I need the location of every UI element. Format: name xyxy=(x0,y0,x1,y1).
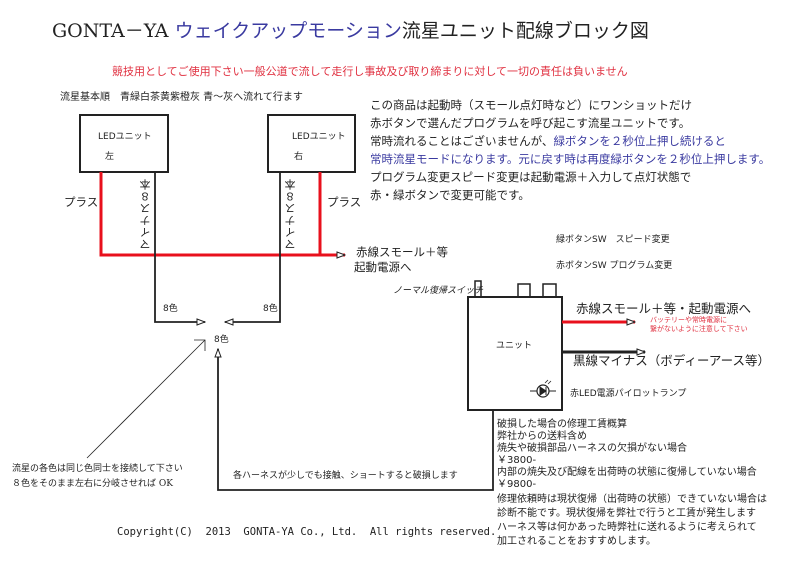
eight-colors-left: 8色 xyxy=(163,304,178,314)
minus-label-left: マイナス８本 xyxy=(139,178,152,250)
red-wire-power-label: 赤線スモール＋等 xyxy=(356,245,448,259)
description: この商品は起動時（スモール点灯時など）にワンショットだけ 赤ボタンで選んだプログ… xyxy=(370,96,770,204)
led-unit-right-box xyxy=(267,114,356,173)
description-line: プログラム変更スピード変更は起動電源＋入力して点灯状態で xyxy=(370,170,692,184)
flow-order: 流星基本順 青緑白茶黄紫橙灰 青～灰へ流れて行ます xyxy=(60,92,303,103)
repair-line: 内部の焼失及び配線を出荷時の状態に復帰していない場合 xyxy=(497,467,757,478)
color-note-2: ８色をそのまま左右に分岐させれば OK xyxy=(12,479,173,489)
red-wire-left xyxy=(99,172,345,255)
note-pointer-head xyxy=(194,339,206,351)
unit-black-wire-label: 黒線マイナス（ボディーアース等） xyxy=(573,353,771,368)
repair-note-line: 診断不能です。現状復帰を弊社で行うと工賃が発生します xyxy=(497,508,756,519)
led-unit-left-side: 左 xyxy=(105,152,115,162)
repair-note: 修理依頼時は現状復帰（出荷時の状態）できていない場合は 診断不能です。現状復帰を… xyxy=(497,493,767,549)
normal-reset-switch-label: ノーマル復帰スイッチ xyxy=(393,286,484,296)
repair-note-line: 修理依頼時は現状復帰（出荷時の状態）できていない場合は xyxy=(497,494,767,505)
minus-wire-left xyxy=(154,172,205,322)
green-button-label: 緑ボタンSW スピード変更 xyxy=(556,235,670,245)
note-pointer-line xyxy=(86,339,206,459)
led-unit-right-side: 右 xyxy=(294,152,304,162)
minus-label-right: マイナス８本 xyxy=(284,178,297,250)
repair-price: ￥9800- xyxy=(497,479,537,490)
color-note-1: 流星の各色は同じ色同士を接続して下さい xyxy=(12,464,183,474)
disclaimer: 競技用としてご使用下さい一般公道で流して走行し事故及び取り締まりに対して一切の責… xyxy=(112,65,628,78)
description-line: 常時流れることはございませんが、緑ボタンを２秒位上押し続けると xyxy=(370,134,726,148)
plus-label-left: プラス xyxy=(64,195,99,209)
plus-label-right: プラス xyxy=(327,195,362,209)
repair-line: 弊社からの送料含め xyxy=(497,431,587,442)
red-button-label: 赤ボタンSW プログラム変更 xyxy=(556,261,673,271)
pilot-lamp-label: 赤LED電源パイロットランプ xyxy=(570,389,687,399)
eight-colors-center: 8色 xyxy=(214,335,229,345)
minus-wire-right xyxy=(225,172,281,322)
description-line: 赤ボタンで選んだプログラムを呼び起こす流星ユニットです。 xyxy=(370,116,691,130)
red-wire-power-label-2: 起動電源へ xyxy=(354,260,412,274)
led-unit-right-label: LEDユニット xyxy=(292,132,346,142)
red-wire-warning-1: バッテリーや常時電源に xyxy=(650,316,727,324)
description-line: この商品は起動時（スモール点灯時など）にワンショットだけ xyxy=(370,98,692,112)
copyright: Copyright(C) 2013 GONTA-YA Co., Ltd. All… xyxy=(117,526,497,538)
eight-colors-right: 8色 xyxy=(263,304,278,314)
unit-harness-wire xyxy=(218,349,494,491)
green-button xyxy=(517,283,531,298)
led-symbol-icon xyxy=(530,379,556,398)
description-line: 赤・緑ボタンで変更可能です。 xyxy=(370,188,530,202)
harness-warning: 各ハーネスが少しでも接触、ショートすると破損します xyxy=(233,471,458,481)
red-button xyxy=(542,283,557,298)
page-title: GONTA－YA ウェイクアップモーション流星ユニット配線ブロック図 xyxy=(52,20,649,42)
repair-price: ￥3800- xyxy=(497,455,537,466)
repair-note-line: ハーネス等は何かあった時弊社に送れるように考えられて xyxy=(497,522,757,533)
repair-line: 焼失や破損部品ハーネスの欠損がない場合 xyxy=(497,443,687,454)
description-line: 常時流星モードになります。元に戻す時は再度緑ボタンを２秒位上押します。 xyxy=(370,152,771,166)
repair-note-line: 加工されることをおすすめします。 xyxy=(497,536,656,547)
repair-cost-info: 破損した場合の修理工賃概算 弊社からの送料含め 焼失や破損部品ハーネスの欠損がな… xyxy=(497,419,757,491)
red-wire-warning-2: 繋がないように注意して下さい xyxy=(650,325,748,333)
repair-line: 破損した場合の修理工賃概算 xyxy=(497,419,627,430)
unit-label: ユニット xyxy=(496,341,533,351)
unit-red-wire-label: 赤線スモール＋等・起動電源へ xyxy=(576,301,752,316)
led-unit-left-box xyxy=(79,114,169,173)
led-unit-left-label: LEDユニット xyxy=(98,132,152,142)
